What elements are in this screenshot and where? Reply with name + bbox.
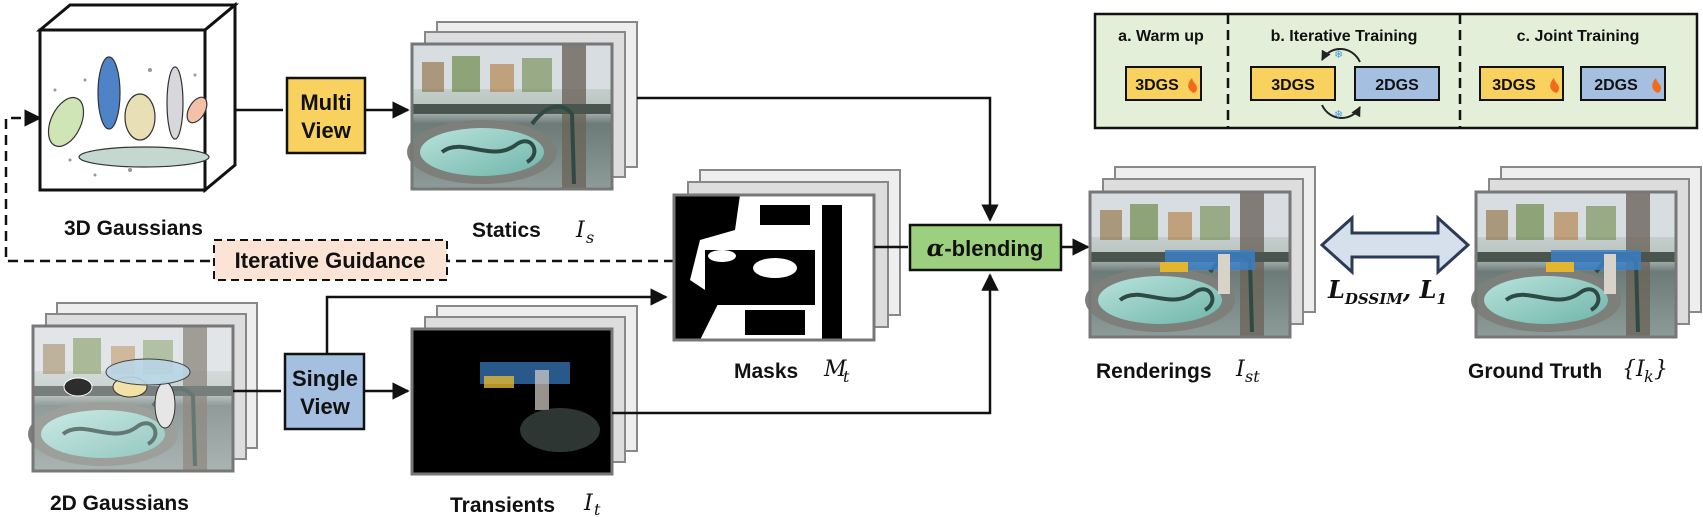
stage-a-3dgs-chip	[1125, 66, 1202, 101]
label-statics: Statics	[472, 219, 541, 242]
2d-gaussians-image-stack	[26, 302, 258, 473]
stage-b-title: b. Iterative Training	[1271, 28, 1418, 45]
arrow-statics-blending	[637, 96, 999, 222]
renderings-subscript: st	[1245, 367, 1260, 386]
gt-close: }	[1654, 357, 1668, 382]
statics-symbol: I	[575, 218, 586, 243]
alpha-blending-label: α-blending	[927, 235, 1044, 262]
snowflake-icon: ❄	[1334, 109, 1343, 121]
label-3d-gaussians: 3D Gaussians	[64, 217, 203, 240]
multi-view-box	[285, 76, 367, 155]
label-transients: Transients	[450, 494, 555, 517]
stage-b-2dgs-label: 2DGS	[1375, 77, 1419, 94]
renderings-image-stack	[1085, 166, 1316, 339]
flame-icon	[1652, 78, 1661, 93]
masks-subscript: t	[843, 367, 850, 386]
statics-image-stack	[405, 21, 638, 191]
snowflake-icon: ❄	[1334, 49, 1343, 61]
label-ground-truth: Ground Truth	[1468, 360, 1602, 383]
single-view-label-1: Single	[292, 366, 358, 391]
cycle-arrow-bottom	[1321, 104, 1361, 119]
flame-icon	[1550, 78, 1559, 93]
gt-subscript: k	[1644, 367, 1654, 386]
stage-c-3dgs-chip	[1479, 66, 1564, 101]
iterative-guidance-label: Iterative Guidance	[235, 248, 426, 273]
gt-symbol: {I	[1622, 357, 1646, 382]
stage-b-2dgs-chip	[1354, 66, 1440, 101]
multi-view-label-1: Multi	[300, 90, 351, 115]
masks-symbol: M	[823, 357, 847, 382]
transients-symbol: I	[583, 491, 594, 516]
label-renderings: Renderings	[1096, 360, 1212, 383]
renderings-symbol: I	[1235, 357, 1246, 382]
masks-image-stack	[672, 169, 901, 342]
3d-gaussians-cube	[35, 1, 240, 194]
arrow-transients-blending	[612, 273, 999, 415]
cycle-arrow-top	[1321, 48, 1361, 63]
statics-subscript: s	[586, 228, 594, 247]
flame-icon	[1188, 78, 1197, 93]
single-view-label-2: View	[300, 394, 351, 419]
loss-label: LDSSIM, L1	[1327, 275, 1447, 308]
label-masks: Masks	[734, 360, 798, 383]
loss-double-arrow	[1319, 214, 1471, 276]
alpha-blending-box	[908, 223, 1063, 272]
transients-subscript: t	[594, 500, 601, 517]
stage-c-title: c. Joint Training	[1517, 28, 1640, 45]
stage-a-3dgs-label: 3DGS	[1135, 77, 1179, 94]
stage-c-2dgs-label: 2DGS	[1594, 77, 1638, 94]
stage-b-3dgs-chip	[1250, 66, 1336, 101]
transients-image-stack	[410, 305, 638, 476]
stage-a-title: a. Warm up	[1118, 28, 1204, 45]
iterative-guidance-box	[213, 239, 448, 281]
stage-b-3dgs-label: 3DGS	[1271, 77, 1315, 94]
arrow-singleview-masks	[325, 288, 668, 354]
multi-view-label-2: View	[301, 118, 352, 143]
label-2d-gaussians: 2D Gaussians	[50, 492, 189, 515]
stage-c-3dgs-label: 3DGS	[1492, 77, 1536, 94]
ground-truth-image-stack	[1471, 166, 1702, 339]
iterative-guidance-path	[4, 109, 674, 263]
stage-c-2dgs-chip	[1580, 66, 1666, 101]
